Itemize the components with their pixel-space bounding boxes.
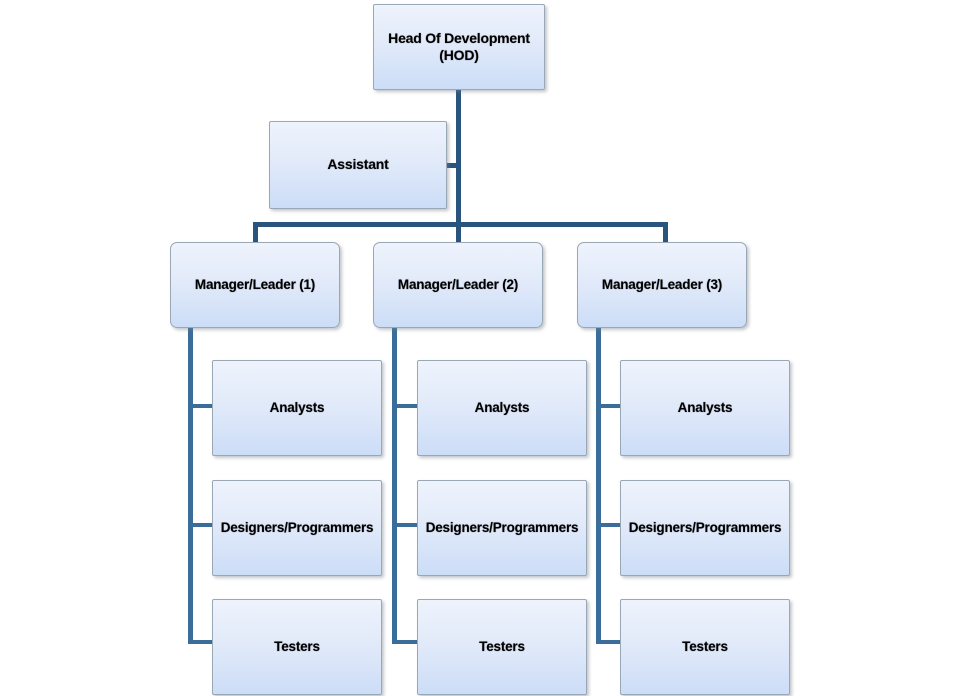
connector-stub-col3-designers [596, 523, 622, 527]
node-label-col2-testers: Testers [479, 638, 525, 654]
node-label-col1-testers: Testers [274, 638, 320, 654]
node-label-col3-analysts: Analysts [677, 399, 733, 415]
node-label-col3-testers: Testers [682, 638, 728, 654]
node-manager-leader-3[interactable]: Manager/Leader (3) [577, 242, 747, 328]
connector-manager-drop-3 [663, 222, 668, 244]
connector-spine-column-1 [188, 326, 193, 644]
connector-stub-col1-analysts [188, 404, 214, 408]
connector-stub-col3-testers [596, 640, 622, 644]
node-col2-analysts[interactable]: Analysts [417, 360, 587, 456]
hod-line-2: (HOD) [439, 47, 479, 63]
node-manager-leader-2[interactable]: Manager/Leader (2) [373, 242, 543, 328]
node-label-manager-leader-2: Manager/Leader (2) [397, 276, 519, 292]
node-label-manager-leader-3: Manager/Leader (3) [601, 276, 723, 292]
node-label-manager-leader-1: Manager/Leader (1) [194, 276, 316, 292]
node-manager-leader-1[interactable]: Manager/Leader (1) [170, 242, 340, 328]
node-col3-designers-programmers[interactable]: Designers/Programmers [620, 480, 790, 576]
connector-stub-col1-designers [188, 523, 214, 527]
node-col1-analysts[interactable]: Analysts [212, 360, 382, 456]
node-col2-designers-programmers[interactable]: Designers/Programmers [417, 480, 587, 576]
connector-manager-drop-2 [456, 222, 461, 244]
connector-stub-col2-analysts [392, 404, 418, 408]
node-col2-testers[interactable]: Testers [417, 599, 587, 695]
hod-line-1: Head Of Development [388, 29, 530, 46]
node-col1-designers-programmers[interactable]: Designers/Programmers [212, 480, 382, 576]
node-col3-analysts[interactable]: Analysts [620, 360, 790, 456]
connector-hod-trunk [456, 90, 461, 226]
node-label-col2-analysts: Analysts [474, 399, 530, 415]
node-assistant[interactable]: Assistant [269, 121, 447, 209]
connector-stub-col2-designers [392, 523, 418, 527]
node-col3-testers[interactable]: Testers [620, 599, 790, 695]
connector-spine-column-3 [596, 326, 601, 644]
node-label-col1-designers-programmers: Designers/Programmers [220, 519, 374, 535]
node-label-assistant: Assistant [327, 156, 389, 173]
node-label-col3-designers-programmers: Designers/Programmers [628, 519, 782, 535]
connector-spine-column-2 [392, 326, 397, 644]
node-label-col1-analysts: Analysts [269, 399, 325, 415]
connector-assistant-stub [445, 163, 459, 168]
connector-manager-drop-1 [253, 222, 258, 244]
node-label-head-of-development: Head Of Development (HOD) [384, 30, 534, 65]
node-head-of-development[interactable]: Head Of Development (HOD) [373, 4, 545, 90]
node-col1-testers[interactable]: Testers [212, 599, 382, 695]
connector-stub-col1-testers [188, 640, 214, 644]
connector-stub-col2-testers [392, 640, 418, 644]
node-label-col2-designers-programmers: Designers/Programmers [425, 519, 579, 535]
connector-stub-col3-analysts [596, 404, 622, 408]
